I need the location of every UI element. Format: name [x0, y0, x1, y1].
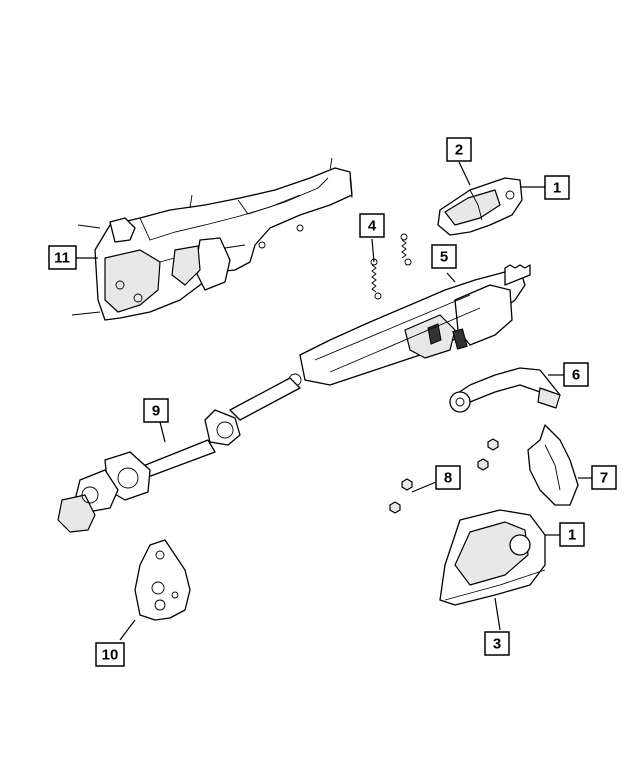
part-2-upper-shroud — [437, 177, 523, 236]
part-5-steering-column — [288, 264, 531, 387]
callout-11-label: 11 — [54, 250, 70, 267]
callout-7: 7 — [591, 465, 617, 490]
part-7-lower-cover — [527, 424, 579, 506]
callout-4-label: 4 — [368, 218, 377, 235]
callout-9: 9 — [143, 398, 169, 423]
part-9-intermediate-shaft — [57, 377, 301, 533]
callout-10: 10 — [95, 642, 125, 667]
callout-8: 8 — [435, 465, 461, 490]
part-3-lower-shroud — [439, 509, 546, 606]
callout-1-top-label: 1 — [553, 180, 561, 197]
part-6-tilt-lever — [449, 367, 561, 413]
callout-2: 2 — [446, 137, 472, 162]
callout-3: 3 — [484, 631, 510, 656]
callout-2-label: 2 — [455, 142, 463, 159]
callout-1-bottom: 1 — [559, 522, 585, 547]
part-8-nuts — [389, 438, 499, 514]
callout-1-bottom-label: 1 — [568, 527, 576, 544]
callout-9-label: 9 — [152, 403, 160, 420]
callout-5-label: 5 — [440, 249, 448, 266]
callout-1-top: 1 — [544, 175, 570, 200]
part-11-support-bracket — [71, 157, 353, 321]
part-4-springs — [370, 233, 412, 300]
callout-6: 6 — [563, 362, 589, 387]
callout-11: 11 — [48, 245, 77, 270]
part-10-bracket-plate — [134, 539, 191, 621]
callout-4: 4 — [359, 213, 385, 238]
callout-8-label: 8 — [444, 470, 452, 487]
callout-7-label: 7 — [600, 470, 608, 487]
callout-5: 5 — [431, 244, 457, 269]
callout-10-label: 10 — [102, 647, 119, 664]
leader-lines — [76, 161, 592, 641]
callout-3-label: 3 — [493, 636, 501, 653]
callout-6-label: 6 — [572, 367, 580, 384]
